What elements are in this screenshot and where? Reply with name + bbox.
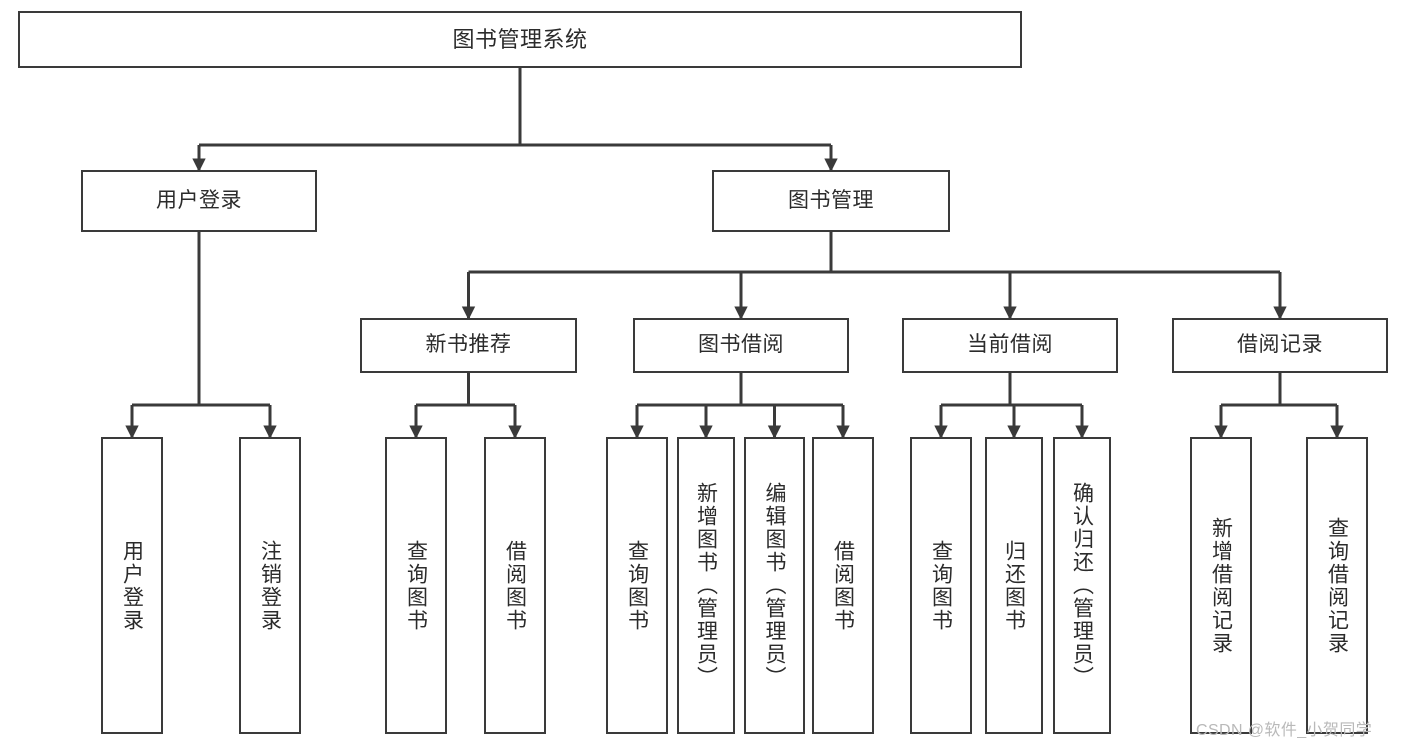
node-root[interactable]: 图书管理系统 (18, 11, 1022, 68)
node-label: 新增图书（管理员） (694, 482, 718, 689)
node-label: 查询图书 (929, 539, 953, 632)
node-current-borrow[interactable]: 当前借阅 (902, 318, 1118, 373)
node-leaf-user-logout[interactable]: 注销登录 (239, 437, 301, 734)
node-label: 图书借阅 (698, 333, 784, 357)
node-leaf-confirm-return[interactable]: 确认归还（管理员） (1053, 437, 1111, 734)
node-leaf-borrow-book-2[interactable]: 借阅图书 (812, 437, 874, 734)
node-label: 新增借阅记录 (1209, 516, 1233, 655)
node-label: 查询图书 (625, 539, 649, 632)
node-user-login[interactable]: 用户登录 (81, 170, 317, 232)
node-leaf-query-book-3[interactable]: 查询图书 (910, 437, 972, 734)
node-label: 用户登录 (156, 188, 242, 212)
node-label: 新书推荐 (425, 333, 512, 357)
node-borrow-record[interactable]: 借阅记录 (1172, 318, 1388, 373)
watermark: CSDN @软件_小贺同学 (1196, 722, 1373, 739)
node-label: 图书管理系统 (452, 26, 588, 52)
node-label: 查询图书 (404, 539, 428, 632)
node-label: 归还图书 (1002, 539, 1026, 632)
node-leaf-add-book[interactable]: 新增图书（管理员） (677, 437, 735, 734)
node-leaf-add-record[interactable]: 新增借阅记录 (1190, 437, 1252, 734)
node-new-book-rec[interactable]: 新书推荐 (360, 318, 577, 373)
node-leaf-user-login[interactable]: 用户登录 (101, 437, 163, 734)
node-leaf-borrow-book-1[interactable]: 借阅图书 (484, 437, 546, 734)
node-label: 当前借阅 (967, 333, 1053, 357)
node-label: 编辑图书（管理员） (763, 482, 786, 689)
node-book-borrow[interactable]: 图书借阅 (633, 318, 849, 373)
node-label: 图书管理 (788, 188, 874, 212)
node-leaf-return-book[interactable]: 归还图书 (985, 437, 1043, 734)
node-label: 借阅记录 (1237, 333, 1323, 357)
node-label: 查询借阅记录 (1325, 516, 1349, 655)
node-label: 借阅图书 (831, 539, 855, 632)
node-leaf-query-book-2[interactable]: 查询图书 (606, 437, 668, 734)
node-book-manage[interactable]: 图书管理 (712, 170, 950, 232)
node-label: 借阅图书 (503, 539, 527, 632)
node-leaf-edit-book[interactable]: 编辑图书（管理员） (744, 437, 805, 734)
node-label: 用户登录 (120, 539, 144, 632)
node-leaf-query-book-1[interactable]: 查询图书 (385, 437, 447, 734)
node-leaf-query-record[interactable]: 查询借阅记录 (1306, 437, 1368, 734)
node-label: 注销登录 (258, 539, 282, 632)
node-label: 确认归还（管理员） (1070, 482, 1094, 689)
